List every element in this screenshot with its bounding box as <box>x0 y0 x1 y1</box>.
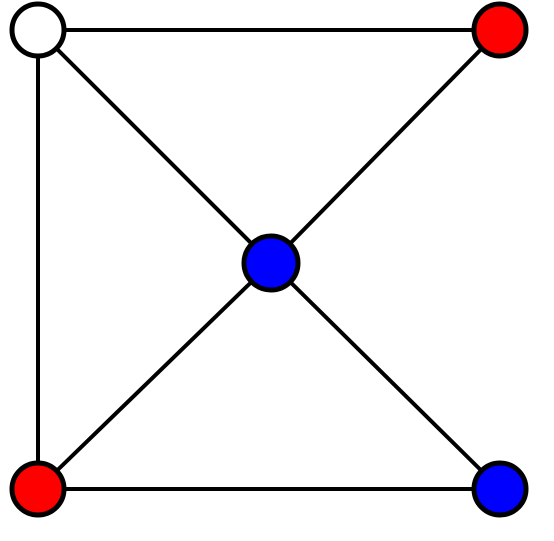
graph-nodes <box>9 1 529 518</box>
node-bottom-left <box>9 460 67 518</box>
edge-top-right-center <box>269 28 502 265</box>
node-top-left <box>9 1 67 59</box>
node-center <box>241 233 301 293</box>
node-top-right <box>471 1 529 59</box>
edge-bottom-left-center <box>36 261 273 491</box>
graph-edges <box>36 28 502 491</box>
edge-bottom-right-center <box>269 261 502 491</box>
node-bottom-right <box>471 460 529 518</box>
edge-top-left-center <box>36 28 273 265</box>
